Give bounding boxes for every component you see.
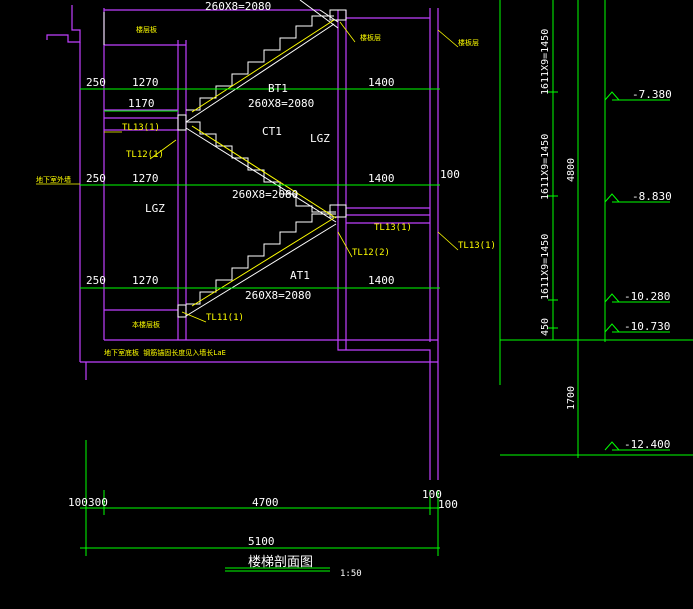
leader-lines (36, 21, 459, 323)
callout-bottom-note: 地下室底板 钢筋锚固长度见入墙长LaE (104, 348, 226, 357)
dim-1400-c: 1400 (368, 274, 395, 287)
beam-tl11: TL11(1) (206, 313, 244, 323)
dim-bottom-100-r2: 100 (438, 498, 458, 511)
lgz-right-label: LGZ (310, 132, 330, 145)
beam-tl13-far: TL13(1) (458, 241, 496, 251)
right-dim-seg2: 1611X9=1450 (540, 134, 551, 200)
dim-100-a: 100 (440, 168, 460, 181)
callout-bottom-left: 本楼层板 (132, 320, 160, 329)
dim-bottom-300: 300 (88, 496, 108, 509)
dim-1270-b: 1270 (132, 172, 159, 185)
dim-bottom-100-r1: 100 (422, 488, 442, 501)
bt1-label: BT1 (268, 82, 288, 95)
beam-tl13-right: TL13(1) (374, 223, 412, 233)
dim-1400-a: 1400 (368, 76, 395, 89)
right-dim-lower: 1700 (566, 386, 577, 410)
callout-top-slab: 楼层板 (136, 25, 157, 34)
level-8830: -8.830 (632, 190, 672, 203)
beam-tl12-left: TL12(1) (126, 150, 164, 160)
ct1-label: CT1 (262, 125, 282, 138)
title-main: 楼梯剖面图 (248, 555, 313, 570)
title-scale: 1:50 (340, 569, 362, 579)
right-dim-seg4: 450 (540, 318, 551, 336)
dim-250-c: 250 (86, 274, 106, 287)
right-dim-seg3: 1611X9=1450 (540, 234, 551, 300)
callout-right-edge: 楼板层 (458, 38, 479, 47)
level-10730: -10.730 (624, 320, 670, 333)
dim-bottom-4700: 4700 (252, 496, 279, 509)
dim-1270-c: 1270 (132, 274, 159, 287)
beam-tl12-right: TL12(2) (352, 248, 390, 258)
dim-1270-a: 1270 (132, 76, 159, 89)
level-7380: -7.380 (632, 88, 672, 101)
dim-1400-b: 1400 (368, 172, 395, 185)
level-markers (604, 91, 670, 451)
beam-tl13-left: TL13(1) (122, 123, 160, 133)
dim-250-a: 250 (86, 76, 106, 89)
dim-total-5100: 5100 (248, 535, 275, 548)
stair-flights (103, 0, 347, 318)
level-12400: -12.400 (624, 438, 670, 451)
upper-flight-note: 260X8=2080 (205, 0, 271, 13)
callout-right-landing: 楼板层 (360, 33, 381, 42)
dim-bottom-100-left: 100 (68, 496, 88, 509)
level-10280: -10.280 (624, 290, 670, 303)
middle-flight-note: 260X8=2080 (248, 97, 314, 110)
structure-lines (46, 5, 439, 480)
dimension-lines (80, 0, 693, 572)
dim-1170: 1170 (128, 97, 155, 110)
at1-label: AT1 (290, 269, 310, 282)
bottom-flight-note: 260X8=2080 (245, 289, 311, 302)
right-dim-total: 4800 (566, 158, 577, 182)
callout-left-base: 地下室外墙 (36, 175, 71, 184)
dim-250-b: 250 (86, 172, 106, 185)
right-dim-seg1: 1611X9=1450 (540, 29, 551, 95)
stringer-lines (191, 19, 337, 307)
lgz-left-label: LGZ (145, 202, 165, 215)
lower-flight-note: 260X8=2080 (232, 188, 298, 201)
